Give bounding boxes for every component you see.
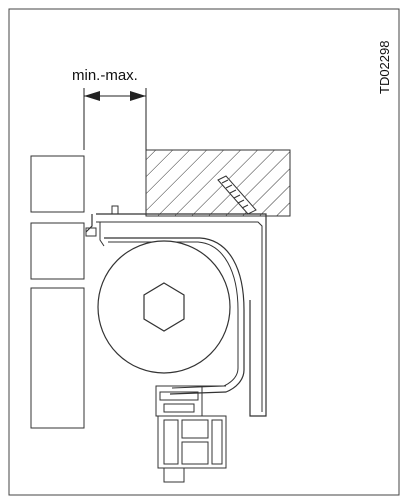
wall-block-bottom: [30, 287, 85, 429]
shutter-roll: [97, 240, 231, 374]
wall-block-middle: [30, 222, 85, 280]
insulation-strip: [217, 175, 257, 215]
roller-shutter-housing: [85, 205, 267, 417]
drawing-border: [8, 8, 400, 496]
window-frame-profile: [155, 385, 227, 483]
dimension-label: min.-max.: [72, 67, 138, 84]
wall-block-top: [30, 155, 85, 213]
lintel-hatched: [145, 149, 291, 217]
hexagon-axle: [143, 282, 185, 332]
drawing-code-label: TD02298: [377, 41, 392, 94]
dimension-marker: min.-max.: [72, 67, 147, 150]
